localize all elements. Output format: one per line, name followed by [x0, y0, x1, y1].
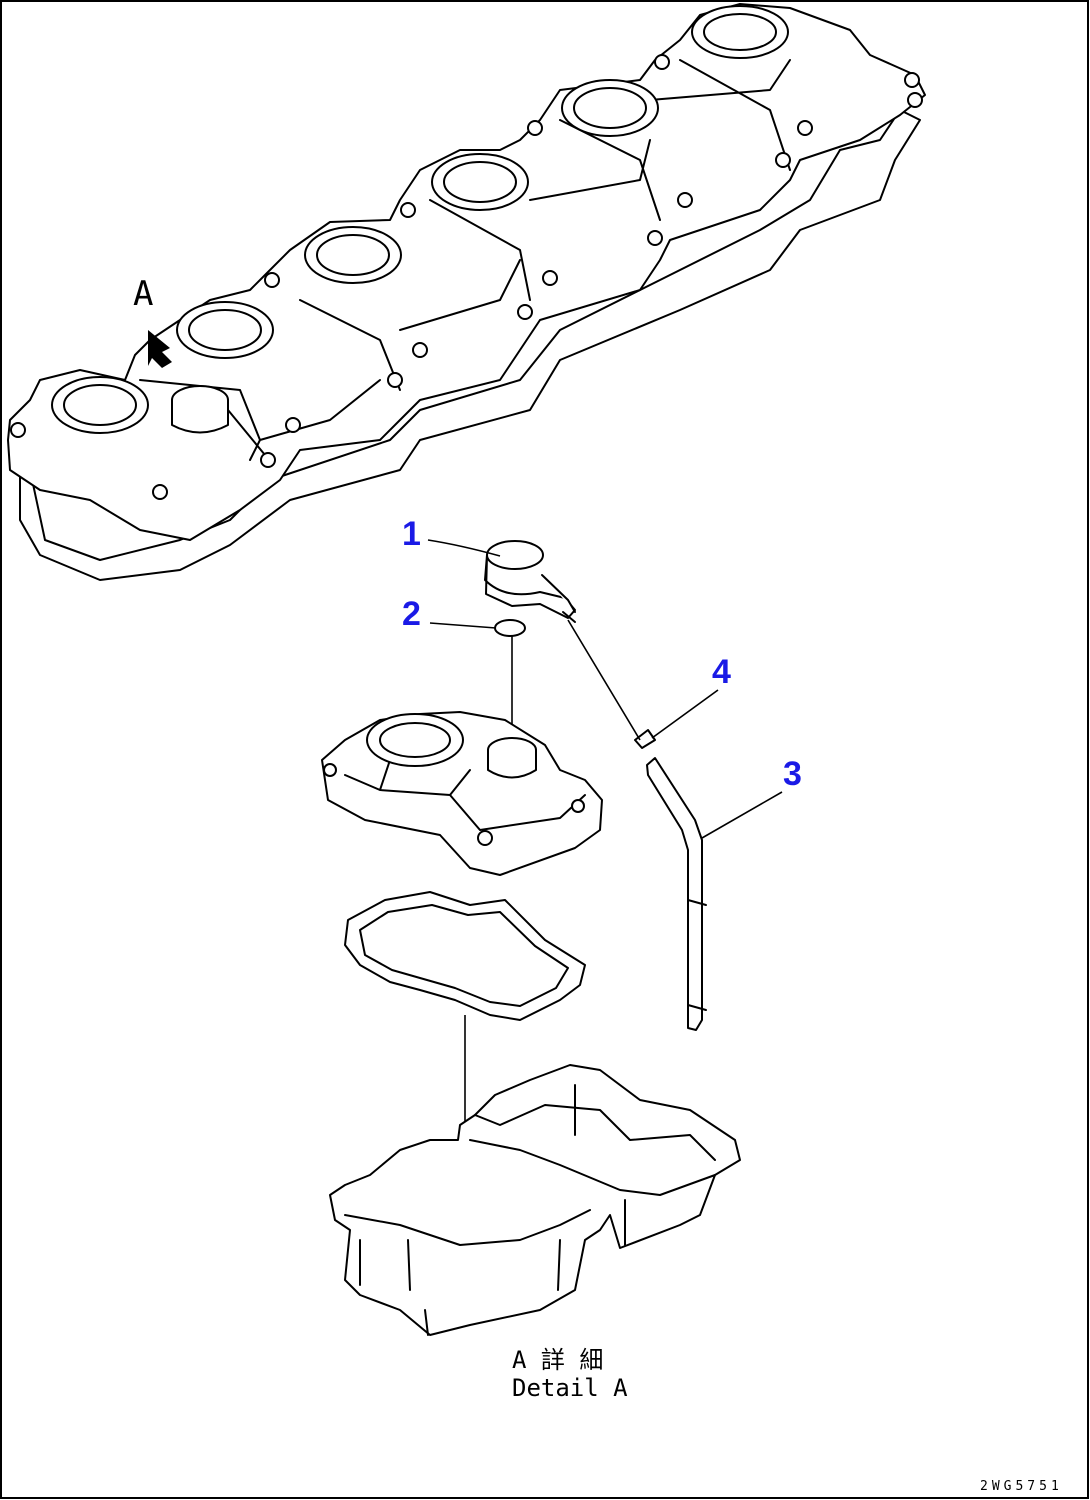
part-clip	[634, 729, 656, 749]
part-o-ring	[494, 619, 526, 637]
callout-4: 4	[651, 653, 731, 739]
callout-1-label: 1	[402, 515, 421, 553]
callout-3: 3	[701, 755, 802, 839]
part-hose	[646, 757, 703, 1031]
head-cover-assembly	[7, 3, 926, 581]
callout-1: 1	[402, 515, 501, 557]
callout-4-leader	[651, 689, 719, 739]
callout-2-leader	[429, 622, 497, 629]
guide-breather-clip	[567, 619, 641, 741]
gasket	[344, 891, 586, 1021]
callout-2-label: 2	[402, 595, 421, 633]
caption-japanese: A 詳 細	[512, 1346, 603, 1374]
callout-3-label: 3	[783, 755, 802, 793]
callout-4-label: 4	[712, 653, 731, 691]
single-head-cover	[321, 711, 603, 876]
drawing-code: 2WG5751	[980, 1479, 1063, 1494]
caption-english: Detail A	[512, 1374, 628, 1402]
callout-1-leader	[427, 539, 501, 557]
part-breather	[484, 540, 576, 623]
lower-pan	[329, 1064, 741, 1336]
callout-2: 2	[402, 595, 497, 633]
detail-arrow-icon	[148, 330, 172, 368]
callout-3-leader	[701, 791, 783, 839]
detail-marker-a: A	[133, 274, 153, 314]
